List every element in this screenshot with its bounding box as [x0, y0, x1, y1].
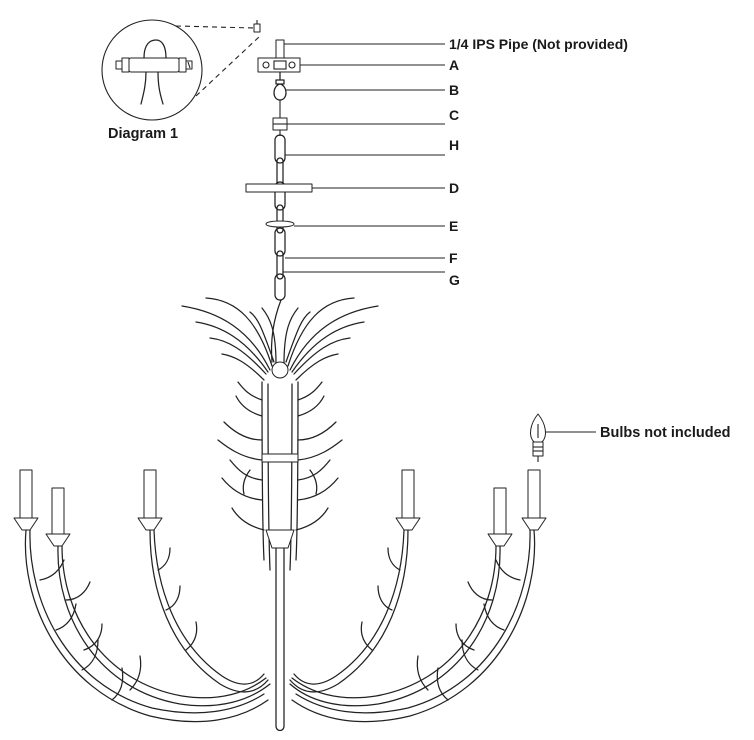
- candelabra-bulb: [530, 413, 546, 462]
- right-outer-arm: [291, 469, 547, 723]
- d-label: D: [449, 180, 459, 196]
- e-label: E: [449, 218, 458, 234]
- diagram-1-label: Diagram 1: [108, 126, 178, 142]
- left-mid-arm: [45, 487, 271, 707]
- right-mid-arm: [289, 487, 513, 707]
- bulbs-label: Bulbs not included: [600, 425, 731, 441]
- crossbar-a: [257, 57, 301, 73]
- hanging-hardware: [245, 39, 313, 363]
- canopy-d: [245, 183, 313, 193]
- b-label: B: [449, 82, 459, 98]
- a-label: A: [449, 57, 459, 73]
- c-label: C: [449, 107, 459, 123]
- right-inner-arm: [289, 469, 421, 693]
- f-label: F: [449, 250, 458, 266]
- pipe-label: 1/4 IPS Pipe (Not provided): [449, 36, 628, 52]
- loop-b: [273, 71, 287, 101]
- diagram-1-leader-bottom: [195, 35, 261, 97]
- diagram-1-origin-detail: [253, 20, 261, 33]
- crossbar-screw-detail: [115, 39, 193, 105]
- g-label: G: [449, 272, 460, 288]
- callouts: 1/4 IPS Pipe (Not provided) A B C H D E …: [283, 36, 628, 288]
- ips-pipe: [275, 39, 285, 61]
- middle-twigs: [217, 381, 343, 531]
- top-branch-fan: [181, 297, 379, 381]
- diagram-1-circle: [101, 19, 203, 121]
- diagram-1-leader-top: [175, 25, 255, 29]
- h-label: H: [449, 137, 459, 153]
- central-column: [261, 361, 299, 732]
- chandelier-body: [13, 297, 547, 732]
- washer-e: [265, 220, 295, 228]
- left-inner-arm: [137, 469, 269, 693]
- diagram-1-inset: Diagram 1: [101, 19, 261, 142]
- chain-h: [274, 134, 286, 301]
